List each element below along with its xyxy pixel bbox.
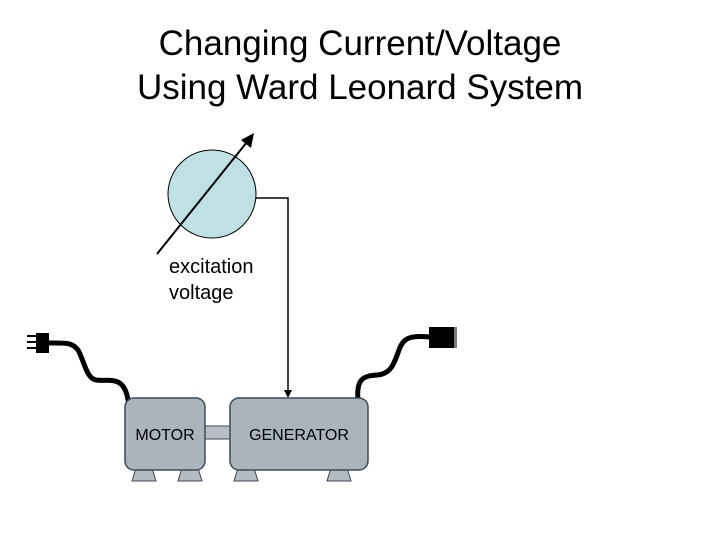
coupling-shaft <box>202 425 234 440</box>
excitation-label-line-1: excitation <box>169 256 254 278</box>
excitation-wire-arrow-head <box>284 390 292 398</box>
variable-arrow-head <box>241 133 254 148</box>
title-line-2: Using Ward Leonard System <box>136 68 584 107</box>
generator-body <box>229 397 369 471</box>
excitation-dial <box>167 149 257 239</box>
motor-power-cable <box>45 340 131 403</box>
slide-title: Changing Current/Voltage Using Ward Leon… <box>0 22 720 110</box>
socket-icon <box>429 327 457 348</box>
generator-output-cable <box>355 333 433 403</box>
title-line-1: Changing Current/Voltage <box>158 24 562 63</box>
plug-icon <box>27 333 49 353</box>
variable-arrow-line <box>156 141 248 255</box>
motor-label: MOTOR <box>135 427 194 444</box>
excitation-label-line-2: voltage <box>169 282 234 304</box>
generator-label: GENERATOR <box>249 427 349 444</box>
motor-body <box>124 397 206 471</box>
excitation-wire <box>256 197 289 394</box>
